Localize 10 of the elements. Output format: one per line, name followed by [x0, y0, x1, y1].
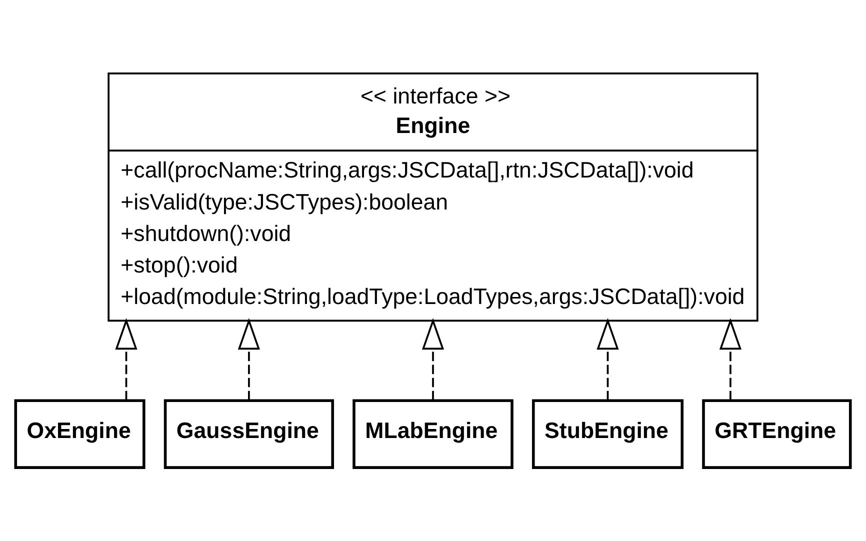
node-box: StubEngine	[532, 399, 684, 469]
arrow	[238, 318, 260, 400]
node-box: OxEngine	[14, 399, 146, 469]
node-box: GRTEngine	[702, 399, 852, 469]
node-box: MLabEngine	[352, 399, 514, 469]
arrow	[719, 318, 742, 400]
arrow	[115, 318, 138, 400]
node-box: GaussEngine	[164, 399, 334, 469]
arrow	[422, 318, 444, 400]
arrow	[596, 318, 619, 400]
